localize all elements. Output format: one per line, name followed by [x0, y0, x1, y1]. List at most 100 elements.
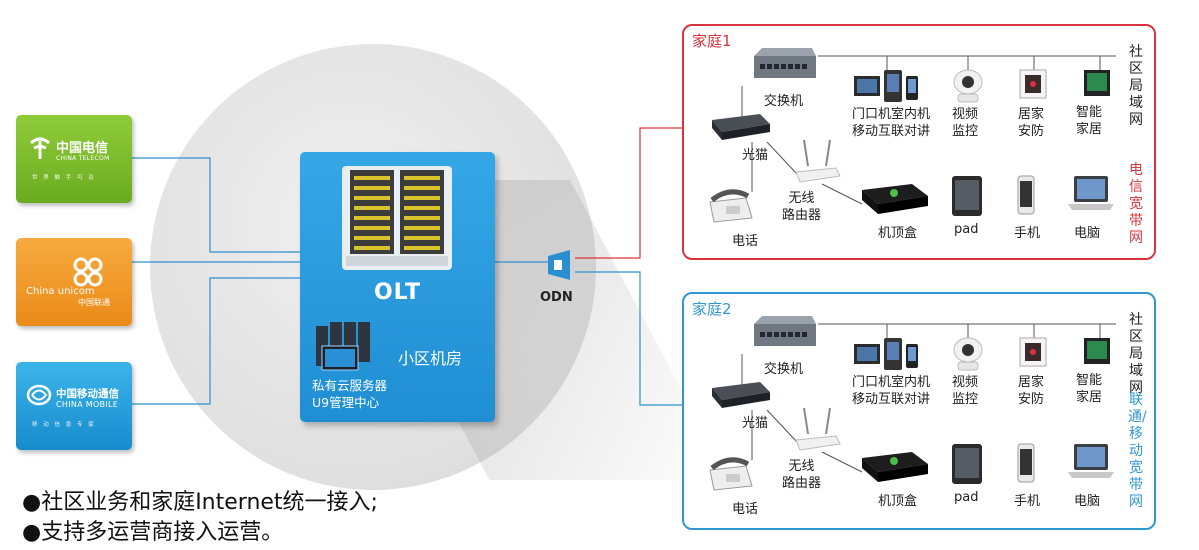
security-label: 居家 安防 [1018, 106, 1044, 140]
router-label: 无线 路由器 [782, 458, 821, 492]
intercom-label-line2: 移动互联对讲 [852, 124, 931, 139]
odn-label: ODN [540, 290, 573, 305]
telecom-slogan: 世 界 触 手 可 及 [32, 175, 96, 181]
smart-home-label-line1: 智能 [1076, 373, 1103, 388]
phone-label: 电话 [732, 234, 759, 249]
server-caption-line2: U9管理中心 [312, 395, 380, 410]
carrier-tile-unicom: China unicom 中国联通 [16, 238, 132, 326]
camera-label-line2: 监控 [952, 392, 979, 407]
mobile-name-en: CHINA MOBILE [56, 400, 119, 409]
camera-icon [953, 337, 983, 371]
tablet-icon [952, 176, 982, 216]
camera-icon [953, 69, 983, 103]
smart-home-label: 智能 家居 [1076, 372, 1102, 406]
home-2-contents: 家庭2 交换机 [682, 292, 1156, 530]
intercom-icon [854, 70, 918, 102]
set-top-box-label: 机顶盒 [878, 226, 918, 241]
router-label-line1: 无线 [788, 191, 815, 206]
odn-splitter-icon [548, 250, 570, 280]
laptop-label: 电脑 [1074, 494, 1101, 509]
odn-home1-line [575, 127, 682, 259]
telecom-line [132, 157, 300, 253]
telecom-logo-icon [30, 137, 50, 159]
security-label-line2: 安防 [1018, 124, 1045, 139]
security-label-line2: 安防 [1018, 392, 1045, 407]
mobile-phone-label: 手机 [1014, 226, 1041, 241]
odn-home2-line [575, 271, 682, 406]
mobile-slogan: 移 动 信 息 专 家 [32, 422, 96, 428]
telecom-name-en: CHINA TELECOM [56, 155, 110, 162]
mobile-logo-icon [26, 384, 52, 406]
mobile-line [132, 277, 300, 405]
camera-label-line1: 视频 [952, 375, 979, 390]
switch-label: 交换机 [764, 362, 804, 377]
mobile-phone-icon [1017, 443, 1035, 483]
home-1-panel [682, 24, 1156, 260]
camera-label-line2: 监控 [952, 124, 979, 139]
intercom-label: 门口机室内机 移动互联对讲 [852, 106, 930, 140]
smart-home-icon [1084, 338, 1110, 364]
server-caption-line1: 私有云服务器 [312, 378, 388, 393]
security-panel-icon [1019, 69, 1047, 99]
server-caption: 私有云服务器 U9管理中心 [312, 377, 387, 411]
home-wiring [741, 55, 1116, 205]
laptop-label: 电脑 [1074, 226, 1101, 241]
broadband-vertical-label: 联通/移动宽带网 [1128, 392, 1147, 510]
router-icon [795, 407, 841, 451]
phone-icon [709, 189, 753, 223]
intercom-label: 门口机室内机 移动互联对讲 [852, 374, 930, 408]
olt-panel: OLT 小区机房 私有云服务器 U9管理中心 [300, 152, 495, 422]
lan-vertical-label: 社区局域网 [1129, 44, 1143, 128]
smart-home-label-line2: 家居 [1076, 122, 1103, 137]
mobile-phone-label: 手机 [1014, 494, 1041, 509]
switch-icon [754, 316, 816, 346]
switch-icon [754, 48, 816, 78]
modem-icon [712, 114, 770, 140]
router-label-line2: 路由器 [782, 476, 822, 491]
modem-icon [712, 382, 770, 408]
router-icon [795, 139, 841, 183]
smart-home-label-line2: 家居 [1076, 390, 1103, 405]
set-top-box-icon [862, 452, 928, 482]
security-label: 居家 安防 [1018, 374, 1044, 408]
carrier-tile-mobile: 中国移动通信 CHINA MOBILE 移 动 信 息 专 家 [16, 362, 132, 450]
home-wiring [741, 323, 1116, 473]
intercom-icon [854, 338, 918, 370]
broadband-vertical-label: 电信宽带网 [1129, 162, 1143, 246]
camera-label-line1: 视频 [952, 107, 979, 122]
tablet-icon [952, 444, 982, 484]
carrier-tile-telecom: 中国电信 CHINA TELECOM 世 界 触 手 可 及 [16, 115, 132, 203]
camera-label: 视频 监控 [952, 374, 978, 408]
unicom-knot-icon [73, 257, 103, 287]
unicom-name-cn: 中国联通 [78, 298, 110, 307]
smart-home-label: 智能 家居 [1076, 104, 1102, 138]
modem-label: 光猫 [742, 148, 769, 163]
home-title: 家庭2 [692, 300, 732, 318]
unicom-name-en: China unicom [26, 286, 95, 297]
olt-rack-icon [342, 166, 452, 270]
phone-label: 电话 [732, 502, 759, 517]
home-title: 家庭1 [692, 32, 732, 50]
router-label: 无线 路由器 [782, 190, 821, 224]
router-label-line2: 路由器 [782, 208, 822, 223]
tablet-label: pad [954, 222, 979, 237]
olt-label: OLT [373, 280, 422, 305]
tablet-label: pad [954, 490, 979, 505]
lan-vertical-label: 社区局域网 [1129, 312, 1143, 396]
intercom-label-line2: 移动互联对讲 [852, 392, 931, 407]
room-label: 小区机房 [398, 349, 463, 368]
modem-label: 光猫 [742, 416, 769, 431]
router-label-line1: 无线 [788, 459, 815, 474]
smart-home-label-line1: 智能 [1076, 105, 1103, 120]
security-panel-icon [1019, 337, 1047, 367]
security-label-line1: 居家 [1018, 107, 1045, 122]
bullet-1: ●社区业务和家庭Internet统一接入; [22, 490, 378, 515]
switch-label: 交换机 [764, 94, 804, 109]
set-top-box-icon [862, 184, 928, 214]
mobile-name-cn: 中国移动通信 [56, 388, 119, 400]
server-cluster-icon [316, 322, 370, 371]
bullet-2: ●支持多运营商接入运营。 [22, 520, 284, 545]
home-1-contents: 家庭1 交换机 [682, 24, 1156, 262]
laptop-icon [1068, 176, 1114, 210]
phone-icon [709, 457, 753, 491]
